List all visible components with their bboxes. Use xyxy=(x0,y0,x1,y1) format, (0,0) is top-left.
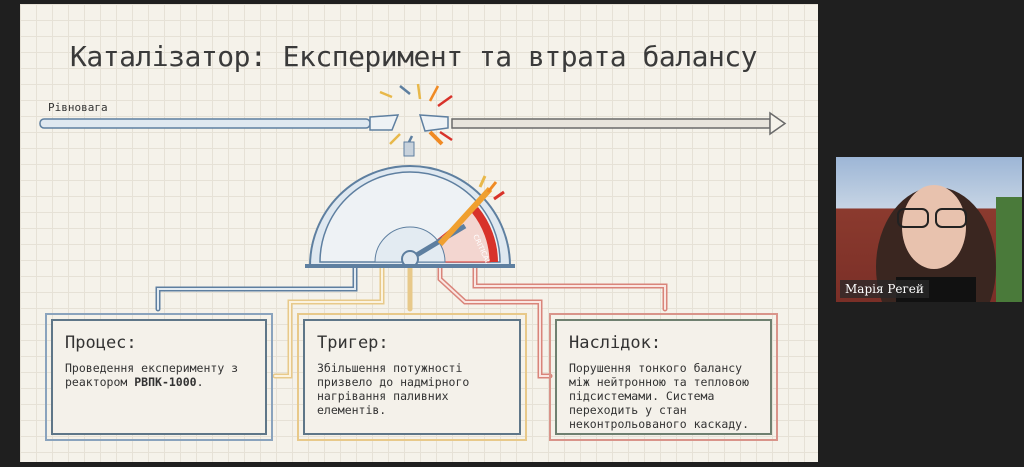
equilibrium-label: Рівновага xyxy=(48,101,108,114)
participant-video-tile[interactable]: Марія Регей xyxy=(836,157,1022,302)
consequence-heading: Наслідок: xyxy=(569,333,662,353)
trigger-box: Тригер: Збільшення потужності призвело д… xyxy=(297,313,527,441)
equilibrium-bar-left xyxy=(39,114,400,131)
diagram-art: CRITICAL xyxy=(39,83,787,379)
process-heading: Процес: xyxy=(65,333,137,353)
participant-name: Марія Регей xyxy=(840,280,929,298)
pressure-gauge: CRITICAL xyxy=(305,141,515,268)
process-text: Проведення експерименту з реактором РВПК… xyxy=(65,361,253,389)
pipes xyxy=(155,263,668,379)
reactor-name: РВПК-1000 xyxy=(134,375,197,389)
process-text-end: . xyxy=(196,375,204,389)
process-box: Процес: Проведення експерименту з реакто… xyxy=(45,313,273,441)
equilibrium-arrow-right xyxy=(418,111,787,136)
trigger-heading: Тригер: xyxy=(317,333,389,353)
consequence-box: Наслідок: Порушення тонкого балансу між … xyxy=(549,313,778,441)
process-text-start: Проведення експерименту з реактором xyxy=(65,361,239,389)
consequence-text: Порушення тонкого балансу між нейтронною… xyxy=(569,361,750,431)
break-sparks-icon xyxy=(379,83,453,146)
trigger-text: Збільшення потужності призвело до надмір… xyxy=(317,361,470,417)
slide-title: Каталізатор: Експеримент та втрата балан… xyxy=(70,40,758,73)
participant-avatar xyxy=(876,185,1022,302)
presentation-slide: CRITICAL Каталізатор: Експеримент та втр… xyxy=(20,4,818,462)
